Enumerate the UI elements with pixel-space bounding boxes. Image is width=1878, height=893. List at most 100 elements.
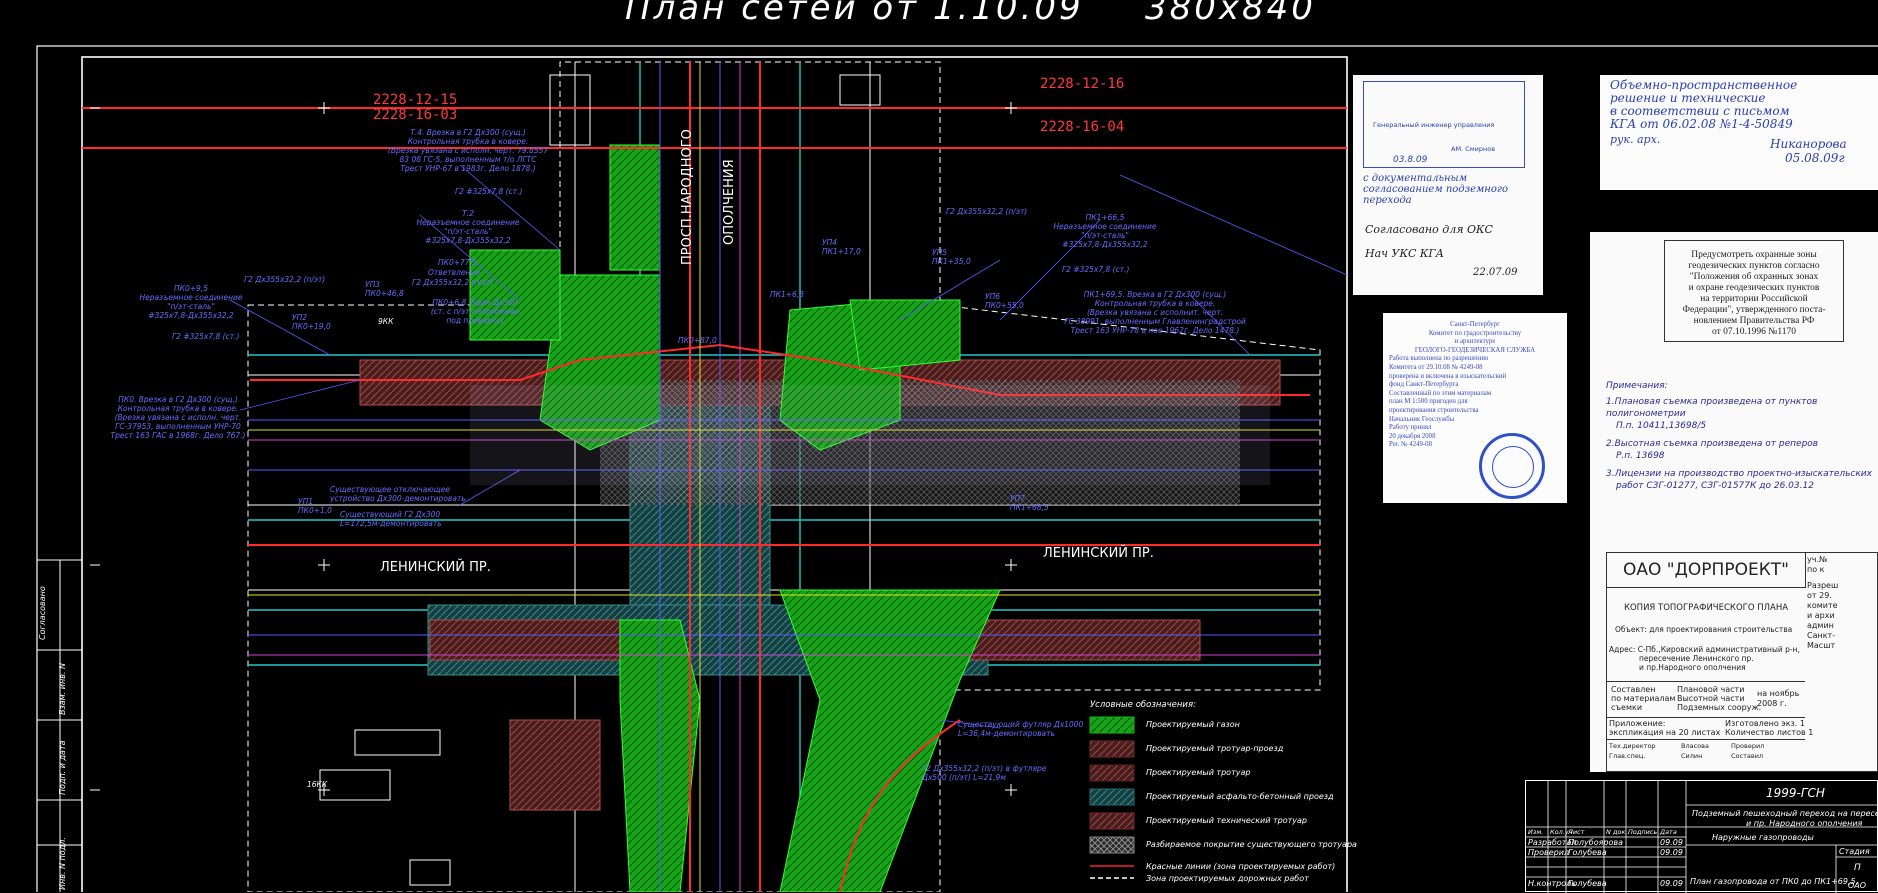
legend-label-3: Проектируемый асфальто-бетонный проезд <box>1146 792 1334 801</box>
title-block-col-4: Подпись <box>1628 828 1658 836</box>
hand-note-line2: решение и технические <box>1610 91 1766 105</box>
legend-label-0: Проектируемый газон <box>1146 720 1240 729</box>
title-block-col-0: Изм. <box>1528 828 1544 836</box>
annotation-sush-otkl: Существующее отключающее <box>330 485 450 494</box>
strip-vzam: Взам. инв. N <box>58 663 67 715</box>
dorproekt-right-4: от 29. <box>1807 591 1832 600</box>
title-block-project-2: и пр. Народного ополчения <box>1746 819 1863 828</box>
title-block-row3-name: Голубева <box>1568 879 1607 888</box>
strip-inv: Инв. N подл. <box>58 837 67 890</box>
remark-2: 2.Высотная съемка произведена от реперов <box>1606 439 1819 449</box>
zone-note-l7: новлением Правительства РФ <box>1693 316 1815 326</box>
approval-stamp-name: АМ. Смирнов <box>1451 145 1496 153</box>
annotation-pk0-kran-3: под приварку) <box>446 316 504 325</box>
hand-note-line1: Объемно-пространственное <box>1610 78 1798 92</box>
annotation-g2-futlyar: Г2 Дх355х32,2 (п/эт) в футляре <box>922 764 1047 773</box>
dorproekt-checked: Проверил <box>1731 742 1765 750</box>
street-label-leninsky-east: ЛЕНИНСКИЙ ПР. <box>1043 546 1154 561</box>
sheet-size: 380x840 <box>1145 0 1316 28</box>
legend-label-2: Проектируемый тротуар <box>1146 768 1251 777</box>
annotation-g2-355-pe: Г2 Дх355х32,2 (п/эт) <box>412 278 494 287</box>
annotation-up7-pk: ПК1+68,5 <box>1010 503 1049 512</box>
annotation-t4-l4: 83 08 ГС-5, выполненным т/о ЛГТС <box>399 155 537 164</box>
geo-stamp-l3: и архитектуре <box>1454 338 1496 346</box>
geo-stamp-l1: Санкт-Петербург <box>1450 321 1500 328</box>
dorproekt-tech-name: Власова <box>1681 742 1709 750</box>
title-block-row1-role: Разработал <box>1528 838 1577 847</box>
zone-note-l3: "Положения об охранных зонах <box>1689 272 1819 282</box>
title-block-grid <box>1526 781 1878 893</box>
legend-swatch-0 <box>1089 716 1135 734</box>
annotation-neraz-left: Неразъемное соединение <box>139 293 243 302</box>
hand-note-line5: рук. арх. <box>1610 133 1661 146</box>
geo-stamp-l8: фонд Санкт-Петербурга <box>1389 381 1459 389</box>
hand-note-line4: КГА от 06.02.08 №1-4-50849 <box>1610 117 1793 131</box>
legend-label-1: Проектируемый тротуар-проезд <box>1146 744 1284 753</box>
remark-3b: работ СЗГ-01277, СЗГ-01577К до 26.03.12 <box>1616 481 1814 491</box>
dorproekt-compiled-3: съемки <box>1611 703 1643 712</box>
annotation-neraz-right: Неразъемное соединение <box>1053 222 1157 231</box>
hand-note-line7: 05.08.09г <box>1785 151 1845 165</box>
round-seal-icon <box>1479 433 1545 499</box>
title-block-row1-date: 09.09 <box>1660 838 1683 847</box>
legend-swatch-4 <box>1089 812 1135 830</box>
notes-paper: Предусмотреть охранные зоны геодезически… <box>1590 232 1878 772</box>
dorproekt-address-2: пересечение Ленинского пр. <box>1639 654 1754 663</box>
dorproekt-right-7: админ <box>1807 621 1834 630</box>
remark-1b: П.п. 10411,13698/5 <box>1616 421 1707 431</box>
annotation-neraz-right-3: #325х7,8-Дх355х32,2 <box>1062 240 1148 249</box>
annotation-pk0-vrezka-3: (Врезка увязана с исполн. черт. <box>114 413 242 422</box>
label-16kk: 16КК <box>307 780 328 789</box>
annotation-g2-325-right: Г2 #325х7,8 (ст.) <box>1062 265 1130 274</box>
annotation-up5: УП5 <box>932 248 947 257</box>
plan-title: План сетей от 1.10.09 <box>625 0 1084 28</box>
annotation-t2-l3: "п/эт-сталь" <box>444 227 492 236</box>
annotation-up3: УП3 <box>365 280 380 289</box>
sheet-code-2: 2228-16-03 <box>373 107 458 123</box>
zone-note-l4: и охране геодезических пунктов <box>1688 283 1820 293</box>
dorproekt-right-8: Санкт- <box>1807 631 1836 640</box>
remark-2b: Р.п. 13698 <box>1616 451 1665 461</box>
legend-label-7: Зона проектируемых дорожных работ <box>1146 874 1309 883</box>
annotation-pk0-vrezka-5: Трест 163 ГАС в 1968г. Дело 767.) <box>110 431 246 440</box>
annotation-pk1-695: ПК1+69,5. Врезка в Г2 Дх300 (сущ.) <box>1083 290 1227 299</box>
annotation-g2-355-left: Г2 Дх355х32,2 (п/эт) <box>244 275 326 284</box>
geo-stamp-l11: проектирования строительства <box>1389 406 1479 414</box>
annotation-pk0-vrezka: ПК0. Врезка в Г2 Дх300 (сущ.) <box>118 395 238 404</box>
annotation-up6-pk: ПК0+55,0 <box>985 301 1024 310</box>
annotation-futlyar-2: L=36,4м-демонтировать <box>958 729 1055 738</box>
annotation-t4-l5: Трест УНР-67 в 1983г. Дело 1878.) <box>400 164 536 173</box>
legend-label-6: Красные линии (зона проектируемых работ) <box>1146 862 1336 871</box>
dorproekt-chief-geo: Глав.спец. <box>1609 752 1646 760</box>
annotation-up3-pk: ПК0+46,8 <box>365 289 404 298</box>
annotation-up6: УП6 <box>985 292 1000 301</box>
annotation-pk0-870: ПК0+87,0 <box>678 336 717 345</box>
legend-label-4: Проектируемый технический тротуар <box>1146 816 1308 825</box>
dorproekt-plan-2: Высотной части <box>1677 694 1745 703</box>
green-lawn-west <box>539 274 661 451</box>
dorproekt-block: ОАО "ДОРПРОЕКТ" КОПИЯ ТОПОГРАФИЧЕСКОГО П… <box>1606 552 1878 772</box>
annotation-sush-otkl-2: устройство Дх300-демонтировать <box>330 494 466 503</box>
annotation-g2-355-right: Г2 Дх355х32,2 (п/эт) <box>946 207 1028 216</box>
dorproekt-right-6: и архи <box>1807 611 1835 620</box>
approval-sogl: Согласовано для ОКС <box>1365 223 1493 236</box>
approval-stamp-box <box>1363 81 1525 168</box>
annotation-pk0-vrezka-2: Контрольная трубка в ковере. <box>117 404 239 413</box>
annotation-t2-l4: #325х7,8-Дх355х32,2 <box>425 236 511 245</box>
approval-stamp-date: 03.8.09 <box>1393 155 1428 165</box>
title-block-row2-date: 09.09 <box>1660 848 1683 857</box>
geo-stamp-l14: 20 декабря 2008 <box>1389 432 1436 440</box>
dorproekt-plan-3: Подземных соорyж. <box>1677 703 1762 712</box>
annotation-up1: УП1 <box>298 497 313 506</box>
annotation-t2-l2: Неразъемное соединение <box>416 218 520 227</box>
dorproekt-right-3: Разреш <box>1807 581 1839 590</box>
street-label-leninsky-west: ЛЕНИНСКИЙ ПР. <box>380 560 491 575</box>
title-block-stage-label: Стадия <box>1839 847 1870 856</box>
annotation-up5-pk: ПК1+35,0 <box>932 257 971 266</box>
dorproekt-sheets: Количество листов 1 <box>1725 728 1814 737</box>
sheet-code-4: 2228-16-04 <box>1040 119 1125 135</box>
title-block-col-3: N док. <box>1606 828 1628 836</box>
annotation-pk1-6: ПК1+6,8 <box>770 290 804 299</box>
outer-frame <box>36 45 1878 892</box>
legend-title: Условные обозначения: <box>1090 700 1196 710</box>
